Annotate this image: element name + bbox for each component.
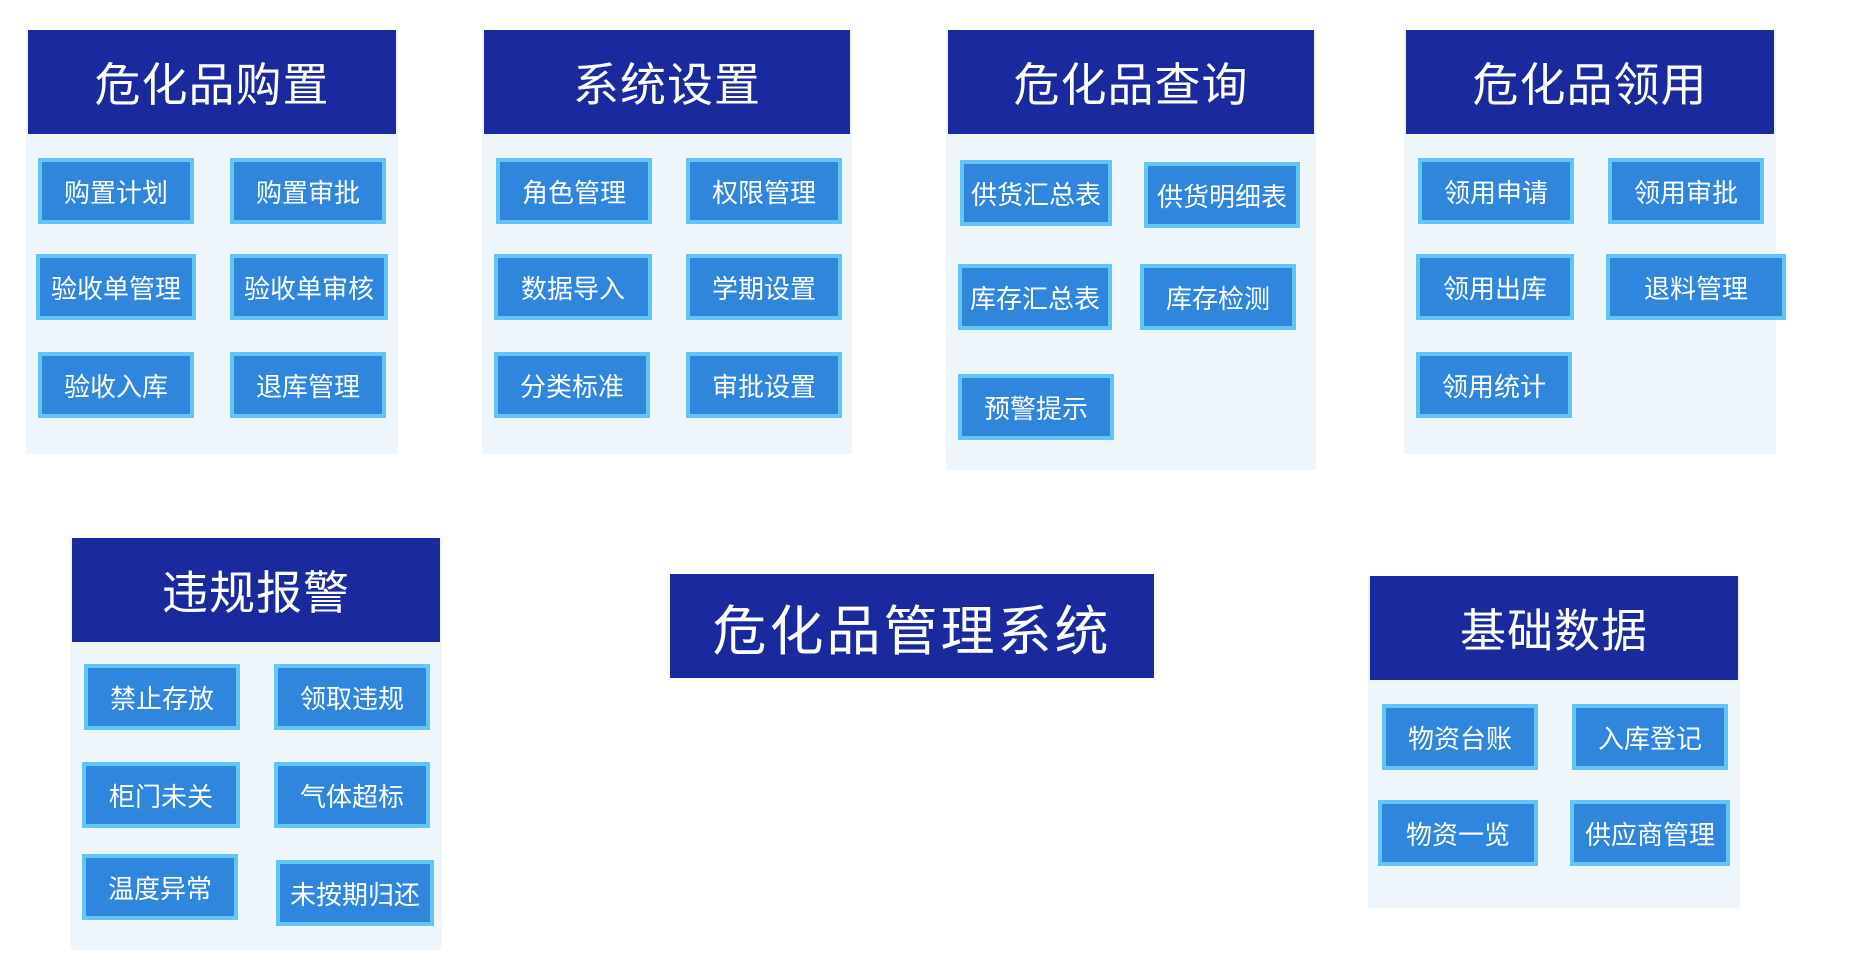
- item-inventory-summary[interactable]: 库存汇总表: [958, 264, 1112, 330]
- item-storage-prohibited[interactable]: 禁止存放: [84, 664, 240, 730]
- item-material-overview[interactable]: 物资一览: [1378, 800, 1538, 866]
- module-title-violation-alarm: 违规报警: [72, 538, 440, 642]
- item-data-import[interactable]: 数据导入: [494, 254, 652, 320]
- module-title-requisition: 危化品领用: [1406, 30, 1774, 134]
- item-overdue-return[interactable]: 未按期归还: [276, 860, 434, 926]
- item-temperature-abnormal[interactable]: 温度异常: [82, 854, 238, 920]
- module-title-settings: 系统设置: [484, 30, 850, 134]
- item-supply-summary[interactable]: 供货汇总表: [960, 160, 1112, 226]
- module-basic-data: 基础数据 物资台账 入库登记 物资一览 供应商管理: [1368, 576, 1740, 908]
- item-gas-exceeded[interactable]: 气体超标: [274, 762, 430, 828]
- system-title: 危化品管理系统: [670, 574, 1154, 678]
- item-door-not-closed[interactable]: 柜门未关: [82, 762, 240, 828]
- item-purchase-plan[interactable]: 购置计划: [38, 158, 194, 224]
- module-query: 危化品查询 供货汇总表 供货明细表 库存汇总表 库存检测 预警提示: [946, 30, 1316, 470]
- item-permission-management[interactable]: 权限管理: [686, 158, 842, 224]
- item-requisition-approval[interactable]: 领用审批: [1608, 158, 1764, 224]
- item-requisition-application[interactable]: 领用申请: [1418, 158, 1574, 224]
- item-inbound-registration[interactable]: 入库登记: [1572, 704, 1728, 770]
- item-classification-standard[interactable]: 分类标准: [494, 352, 650, 418]
- item-acceptance-storage[interactable]: 验收入库: [38, 352, 194, 418]
- item-return-management[interactable]: 退库管理: [230, 352, 386, 418]
- item-supply-detail[interactable]: 供货明细表: [1144, 162, 1300, 228]
- item-collection-violation[interactable]: 领取违规: [274, 664, 430, 730]
- item-role-management[interactable]: 角色管理: [496, 158, 652, 224]
- item-acceptance-management[interactable]: 验收单管理: [36, 254, 196, 320]
- item-requisition-statistics[interactable]: 领用统计: [1416, 352, 1572, 418]
- item-inventory-check[interactable]: 库存检测: [1140, 264, 1296, 330]
- item-warning-alert[interactable]: 预警提示: [958, 374, 1114, 440]
- item-purchase-approval[interactable]: 购置审批: [230, 158, 386, 224]
- item-supplier-management[interactable]: 供应商管理: [1570, 800, 1730, 866]
- item-material-ledger[interactable]: 物资台账: [1382, 704, 1538, 770]
- module-title-query: 危化品查询: [948, 30, 1314, 134]
- item-acceptance-review[interactable]: 验收单审核: [230, 254, 388, 320]
- module-requisition: 危化品领用 领用申请 领用审批 领用出库 退料管理 领用统计: [1404, 30, 1786, 454]
- item-semester-settings[interactable]: 学期设置: [686, 254, 842, 320]
- item-requisition-outbound[interactable]: 领用出库: [1416, 254, 1574, 320]
- module-purchase: 危化品购置 购置计划 购置审批 验收单管理 验收单审核 验收入库 退库管理: [26, 30, 398, 454]
- module-title-purchase: 危化品购置: [28, 30, 396, 134]
- module-title-basic-data: 基础数据: [1370, 576, 1738, 680]
- module-violation-alarm: 违规报警 禁止存放 领取违规 柜门未关 气体超标 温度异常 未按期归还: [70, 538, 442, 950]
- item-approval-settings[interactable]: 审批设置: [686, 352, 842, 418]
- item-material-return[interactable]: 退料管理: [1606, 254, 1786, 320]
- module-settings: 系统设置 角色管理 权限管理 数据导入 学期设置 分类标准 审批设置: [482, 30, 852, 454]
